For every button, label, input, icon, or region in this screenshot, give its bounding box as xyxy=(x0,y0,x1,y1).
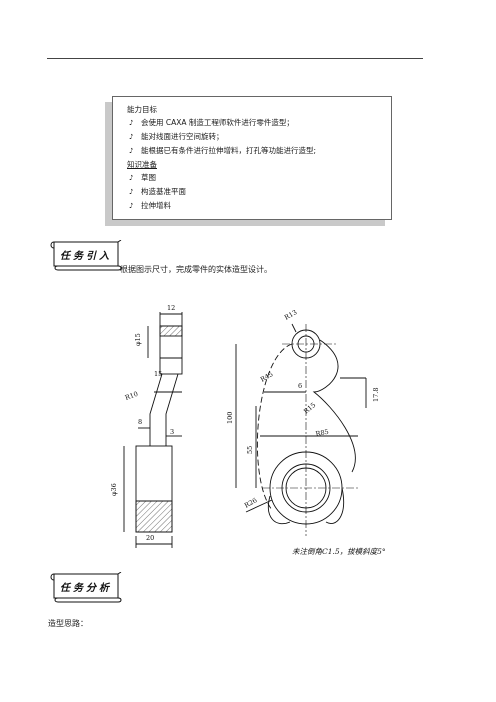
objectives-box: 能力目标 ♪ 会使用 CAXA 制造工程师软件进行零件造型； ♪ 能对线面进行空间旋转；… xyxy=(112,96,392,220)
drawing-note: 未注倒角C1.5，拔模斜度5° xyxy=(292,547,386,556)
note-bullet-icon: ♪ xyxy=(129,174,134,182)
top-rule xyxy=(47,58,423,59)
dim-r15: R15 xyxy=(302,401,317,416)
objectives-text: 草图 xyxy=(141,173,156,182)
task-intro-text: 根据图示尺寸，完成零件的实体造型设计。 xyxy=(120,265,272,274)
objectives-text: 能根据已有条件进行拉伸增料，打孔等功能进行造型; xyxy=(141,146,317,155)
dim-3: 3 xyxy=(170,428,174,436)
dim-12: 12 xyxy=(167,304,175,312)
note-bullet-icon: ♪ xyxy=(129,147,134,155)
task-analysis-badge: 任务分析 xyxy=(48,572,122,603)
dim-15: 15 xyxy=(154,370,162,378)
task-intro-badge-label: 任务引入 xyxy=(60,251,112,262)
objectives-item: ♪ 构造基准平面 xyxy=(127,185,316,199)
part-drawing: 12 φ15 15 R10 8 3 φ36 20 R13 R45 6 R15 1… xyxy=(110,304,386,556)
dim-r13: R13 xyxy=(283,308,298,322)
objectives-heading: 知识准备 xyxy=(127,158,316,171)
objectives-item: ♪ 会使用 CAXA 制造工程师软件进行零件造型； xyxy=(127,116,316,130)
dim-100: 100 xyxy=(226,412,234,424)
task-analysis-badge-label: 任务分析 xyxy=(60,583,112,594)
objectives-text: 能力目标 xyxy=(127,105,157,114)
objectives-text: 会使用 CAXA 制造工程师软件进行零件造型； xyxy=(141,118,294,127)
modeling-approach-label: 造型思路： xyxy=(48,619,88,628)
task-intro-badge: 任务引入 xyxy=(48,240,122,271)
note-bullet-icon: ♪ xyxy=(129,119,134,127)
objectives-text: 构造基准平面 xyxy=(141,187,186,196)
dim-8: 8 xyxy=(138,418,142,426)
dim-17-8: 17.8 xyxy=(372,388,380,402)
objectives-item: ♪ 能根据已有条件进行拉伸增料，打孔等功能进行造型; xyxy=(127,144,316,158)
objectives-item: ♪ 草图 xyxy=(127,171,316,185)
objectives-item: ♪ 拉伸增料 xyxy=(127,199,316,213)
dim-phi36: φ36 xyxy=(110,483,118,496)
objectives-list: 能力目标 ♪ 会使用 CAXA 制造工程师软件进行零件造型； ♪ 能对线面进行空间旋转；… xyxy=(127,103,316,213)
dim-20: 20 xyxy=(146,534,154,542)
objectives-text: 知识准备 xyxy=(127,160,157,169)
dim-r45: R45 xyxy=(259,370,274,384)
objectives-text: 能对线面进行空间旋转； xyxy=(141,132,224,141)
objectives-heading: 能力目标 xyxy=(127,103,316,116)
dim-r85: R85 xyxy=(315,428,329,438)
dim-phi15: φ15 xyxy=(134,333,142,346)
note-bullet-icon: ♪ xyxy=(129,202,134,210)
objectives-text: 拉伸增料 xyxy=(141,201,171,210)
scroll-icon xyxy=(50,572,122,603)
dim-r10: R10 xyxy=(124,390,139,402)
note-bullet-icon: ♪ xyxy=(129,133,134,141)
scroll-icon xyxy=(50,240,122,271)
note-bullet-icon: ♪ xyxy=(129,188,134,196)
dim-55: 55 xyxy=(246,446,254,454)
dim-6: 6 xyxy=(298,382,302,390)
objectives-item: ♪ 能对线面进行空间旋转； xyxy=(127,130,316,144)
